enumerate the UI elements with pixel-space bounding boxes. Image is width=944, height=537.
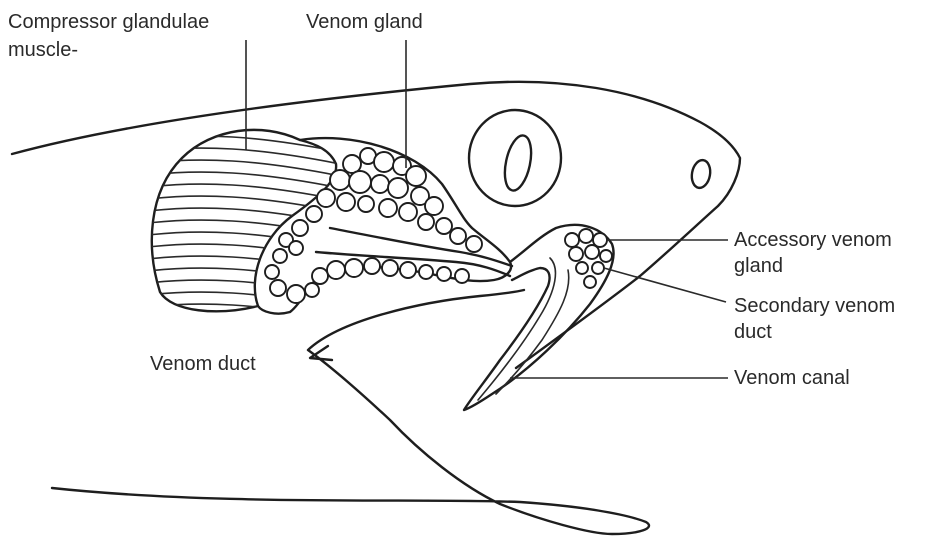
label-venom-canal: Venom canal	[734, 366, 850, 390]
label-secondary-line2: duct	[734, 320, 772, 344]
nostril	[690, 159, 713, 190]
lower-jaw-outline	[52, 290, 649, 534]
label-compressor-line1: Compressor glandulae	[8, 10, 209, 34]
eye-orbit	[469, 110, 561, 206]
eye-pupil	[500, 133, 535, 193]
label-venom-duct: Venom duct	[150, 352, 256, 376]
head-top-outline	[12, 82, 740, 368]
leader-secondary	[604, 268, 726, 302]
venom-gland-cells	[265, 148, 482, 303]
label-accessory-line2: gland	[734, 254, 783, 278]
label-secondary-line1: Secondary venom	[734, 294, 895, 318]
label-accessory-line1: Accessory venom	[734, 228, 892, 252]
label-compressor-line2: muscle-	[8, 38, 78, 62]
fang-inner-line	[496, 270, 569, 394]
label-venom-gland: Venom gland	[306, 10, 423, 34]
